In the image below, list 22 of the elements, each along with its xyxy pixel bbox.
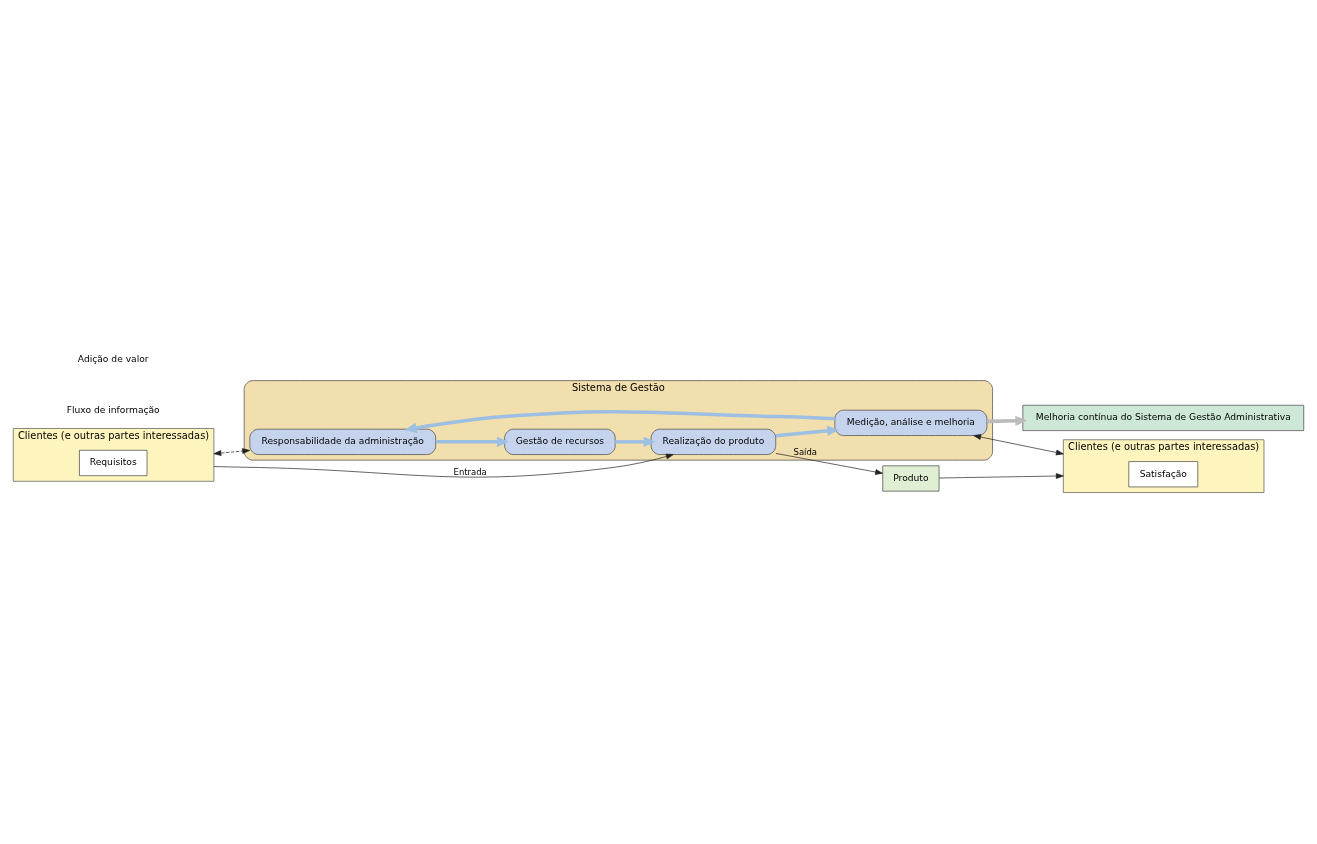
node-box: Requisitos	[79, 449, 148, 476]
node-box: Responsabilidade da administração	[249, 428, 437, 455]
arrow	[973, 433, 1064, 455]
arrow	[615, 436, 656, 447]
edge-label: Entrada	[453, 466, 487, 477]
node-box: Realização do produto	[650, 428, 777, 455]
arrow	[775, 425, 839, 438]
legend-label: Fluxo de informação	[66, 404, 160, 415]
arrow	[435, 436, 509, 447]
edge-label: Saída	[793, 446, 817, 457]
legend-label: Adição de valor	[77, 353, 149, 364]
arrow	[938, 472, 1064, 479]
node-box: Melhoria contínua do Sistema de Gestão Administrativa	[1022, 404, 1305, 431]
node-box: Produto	[882, 464, 940, 491]
arrow	[775, 452, 883, 475]
arrow	[213, 447, 250, 456]
node-box: Satisfação	[1128, 460, 1199, 487]
node-box: Gestão de recursos	[504, 428, 616, 455]
arrow	[404, 409, 835, 433]
arrow	[213, 453, 674, 477]
arrow	[987, 415, 1028, 426]
node-box: Medição, análise e melhoria	[834, 409, 988, 436]
